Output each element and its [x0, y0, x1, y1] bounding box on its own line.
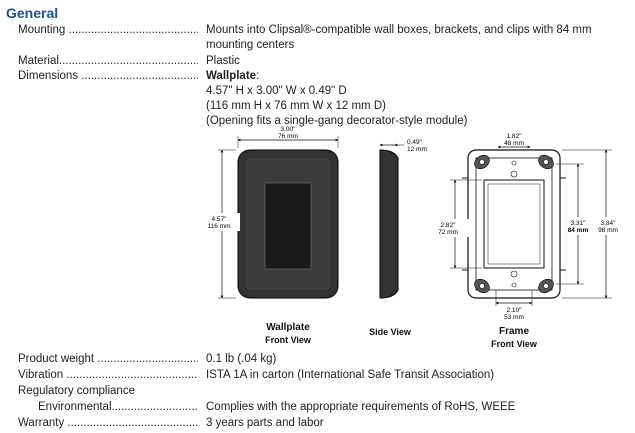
spec-value: 3 years parts and labor [206, 417, 324, 429]
frame-bottom-in: 2.10" [507, 307, 523, 314]
spec-label: Regulatory compliance [18, 385, 135, 397]
frame-outer-in: 3.84" [601, 220, 617, 227]
frame-top-mm: 48 mm [504, 140, 524, 147]
side-depth-mm: 12 mm [407, 146, 427, 153]
wallplate-front-view: 3.00" 76 mm 4.57" 116 mm [204, 126, 339, 299]
frame-front-view: 1.82" 48 mm 2.82" 72 mm 3.31" 84 mm 3.84… [436, 133, 622, 321]
spec-label: Environmental...........................… [38, 401, 198, 413]
side-view: 0.49" 12 mm [379, 139, 427, 299]
frame-left-mm: 72 mm [438, 229, 458, 236]
frame-caption: Frame [498, 326, 529, 337]
wallplate-caption: Wallplate [266, 322, 310, 333]
spec-label: Product weight .........................… [18, 353, 198, 365]
frame-outer-mm: 98 mm [598, 227, 618, 234]
frame-top-in: 1.82" [507, 133, 523, 140]
frame-bottom-mm: 53 mm [504, 314, 524, 321]
frame-left-in: 2.82" [441, 222, 457, 229]
side-depth-in: 0.49" [407, 139, 423, 146]
spec-value: Plastic [206, 55, 240, 67]
section-title: General [6, 5, 59, 21]
spec-label: Mounting ...............................… [18, 24, 198, 36]
spec-value: 0.1 lb (.04 kg) [206, 353, 277, 365]
spec-label: Vibration ..............................… [18, 369, 198, 381]
wallplate-height-in: 4.57" [212, 216, 228, 223]
spec-label: Warranty ...............................… [18, 417, 198, 429]
side-caption: Side View [369, 327, 411, 337]
spec-label: Material................................… [18, 55, 198, 67]
wallplate-width-in: 3.00" [281, 126, 297, 133]
spec-value: Complies with the appropriate requiremen… [206, 401, 516, 413]
wallplate-height-mm: 116 mm [208, 223, 231, 230]
spec-label: Dimensions .............................… [18, 70, 198, 82]
spec-value: Wallplate: 4.57" H x 3.00" W x 0.49" D (… [206, 70, 468, 127]
spec-value: Mounts into Clipsal®-compatible wall box… [206, 24, 592, 51]
frame-inner-in: 3.31" [571, 220, 587, 227]
frame-subcaption: Front View [491, 339, 537, 349]
wallplate-width-mm: 76 mm [278, 133, 298, 140]
wallplate-subcaption: Front View [265, 335, 311, 345]
frame-inner-mm: 84 mm [568, 227, 589, 234]
spec-value: ISTA 1A in carton (International Safe Tr… [206, 369, 495, 381]
